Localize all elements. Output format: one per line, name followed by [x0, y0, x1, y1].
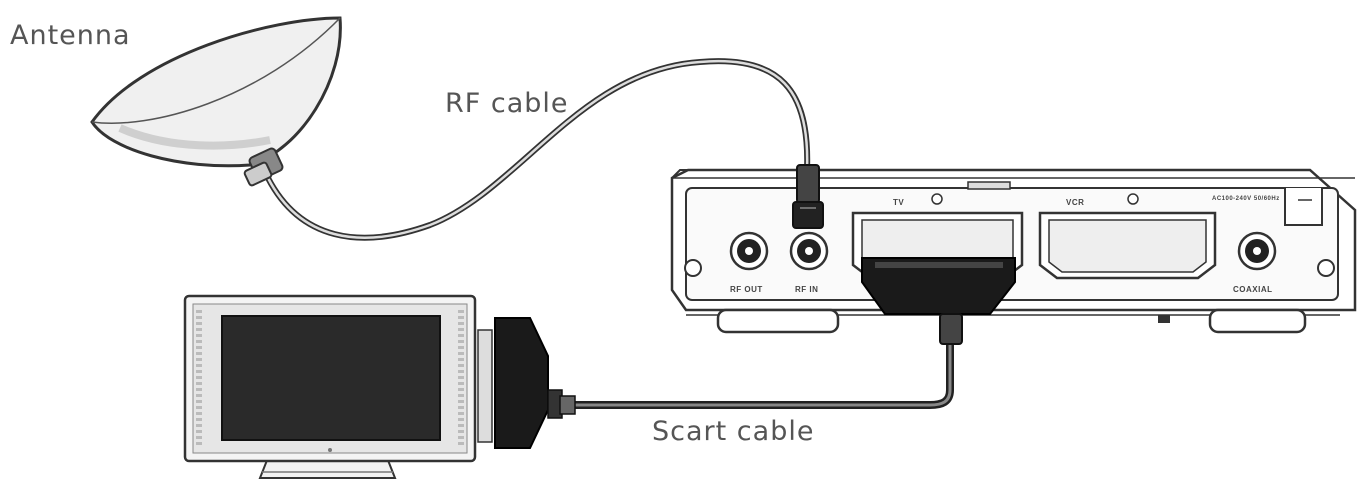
coaxial-port — [1237, 231, 1277, 271]
rf-in-label: RF IN — [795, 285, 818, 294]
scart-cable-label: Scart cable — [652, 416, 815, 447]
rf-out-port — [729, 231, 769, 271]
vcr-scart-label: VCR — [1066, 198, 1084, 207]
rf-in-port — [789, 231, 829, 271]
tv-icon — [183, 294, 493, 479]
antenna-dish-icon — [90, 16, 342, 187]
tv-scart-screw-icon — [931, 193, 943, 205]
tv-scart-plug — [861, 257, 1016, 315]
rf-plug — [792, 164, 824, 229]
vcr-scart-screw-icon — [1127, 193, 1139, 205]
tv-side-scart-plug — [494, 317, 576, 449]
power-rating-label: AC100-240V 50/60Hz — [1212, 196, 1280, 202]
antenna-label: Antenna — [10, 20, 131, 51]
scart-cable — [571, 336, 954, 409]
coaxial-label: COAXIAL — [1233, 285, 1273, 294]
rf-cable-label: RF cable — [445, 88, 569, 119]
scart-cable-boot — [939, 313, 963, 345]
vcr-scart-port — [1038, 211, 1217, 280]
rf-out-label: RF OUT — [730, 285, 763, 294]
tv-scart-label: TV — [893, 198, 904, 207]
